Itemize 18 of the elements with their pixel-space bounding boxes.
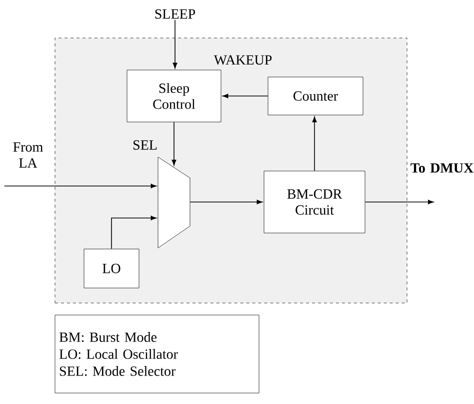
group-title: WAKEUP	[214, 55, 272, 65]
signal-label: From LA	[13, 142, 43, 168]
block-box: Sleep Control	[126, 70, 222, 122]
arrow	[172, 20, 178, 68]
arrow	[190, 200, 262, 204]
arrow	[312, 116, 317, 172]
block-box: BM-CDR Circuit	[264, 170, 366, 234]
arrow	[222, 94, 268, 98]
arrow	[111, 216, 156, 250]
arrow	[4, 184, 156, 188]
signal-label: To DMUX	[410, 163, 474, 173]
arrow	[364, 200, 434, 204]
abbreviation-box: BM: Burst Mode LO: Local Oscillator SEL: Mode Selector	[54, 314, 260, 394]
arrow	[172, 122, 176, 166]
signal-label: SEL	[134, 140, 157, 150]
signal-label: SLEEP	[155, 9, 196, 19]
block-box: Counter	[268, 76, 364, 116]
block-box: LO	[84, 248, 140, 288]
